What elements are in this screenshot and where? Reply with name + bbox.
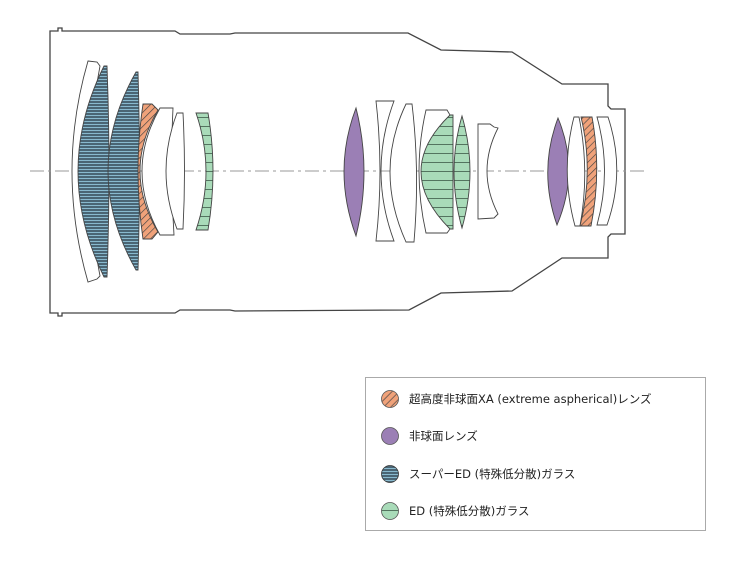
front-lens-group [71, 60, 214, 283]
ed-meniscus-lens-1 [195, 112, 214, 231]
ed-lens-3 [453, 114, 471, 230]
rear-meniscus-lens [596, 116, 618, 226]
xa-aspherical-lens-2 [579, 116, 598, 227]
clear-small-lens [477, 123, 499, 220]
legend-item-xa-aspherical: 超高度非球面XA (extreme aspherical)レンズ [380, 389, 652, 409]
legend-label: 非球面レンズ [409, 429, 478, 443]
green-striped-swatch-icon [381, 502, 399, 520]
hatched-orange-swatch-icon [381, 390, 399, 408]
rear-lens-group [547, 116, 618, 227]
legend-label: 超高度非球面XA (extreme aspherical)レンズ [409, 392, 652, 406]
aspherical-lens-1 [343, 106, 365, 238]
clear-biconvex-lens [165, 112, 185, 230]
legend-label: スーパーED (特殊低分散)ガラス [409, 467, 576, 481]
clear-biconcave-lens [375, 100, 395, 242]
purple-swatch-icon [381, 427, 399, 445]
legend-item-aspherical: 非球面レンズ [380, 426, 478, 446]
legend-item-ed: ED (特殊低分散)ガラス [380, 501, 530, 521]
dark-striped-swatch-icon [381, 465, 399, 483]
super-ed-lens-2 [107, 71, 140, 271]
legend-item-super-ed: スーパーED (特殊低分散)ガラス [380, 464, 575, 484]
middle-lens-group [343, 100, 499, 243]
super-ed-lens-1 [77, 65, 110, 278]
clear-meniscus-lens [389, 103, 418, 243]
legend: 超高度非球面XA (extreme aspherical)レンズ 非球面レンズ … [365, 377, 706, 531]
legend-label: ED (特殊低分散)ガラス [409, 504, 530, 518]
lens-barrel-outline [49, 27, 626, 317]
clear-thin-meniscus-lens [566, 116, 586, 227]
aspherical-lens-2 [547, 116, 570, 227]
ed-lens-2 [420, 114, 454, 230]
